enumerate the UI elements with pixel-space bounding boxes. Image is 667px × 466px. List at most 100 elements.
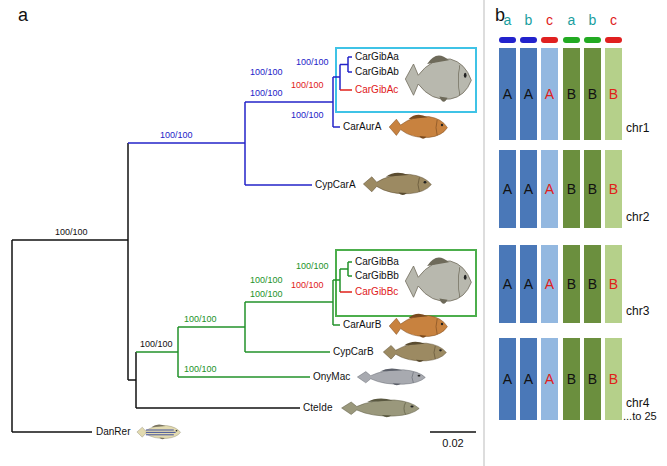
- panel-letter: b: [495, 4, 505, 26]
- subgenome-letter: B: [588, 276, 597, 292]
- taxon-label: CarAurA: [343, 121, 381, 133]
- tree-branch: [178, 376, 310, 378]
- subgenome-letter: A: [503, 371, 512, 387]
- fish-illustration: [146, 430, 174, 431]
- chromosome-label: chr4: [626, 396, 649, 410]
- fish-illustration: [410, 406, 413, 408]
- chromosome-bar: B: [563, 48, 580, 140]
- tree-branch: [347, 57, 349, 72]
- chromosome-bar: B: [605, 338, 622, 420]
- subgenome-letter: A: [503, 276, 512, 292]
- tree-branch: [177, 327, 179, 377]
- scale-bar: [430, 431, 476, 433]
- taxon-label: CarGibAb: [355, 66, 399, 78]
- taxon-label: CarGibAc: [355, 84, 398, 96]
- tree-branch: [340, 64, 348, 66]
- fish-illustration: [412, 372, 413, 383]
- chromosome-bar: B: [584, 48, 601, 140]
- chromosome-bar: A: [520, 48, 537, 140]
- chromosome-bar: B: [605, 48, 622, 140]
- tree-branch: [12, 431, 92, 433]
- chromosome-bar: A: [541, 150, 558, 228]
- tree-branch: [136, 351, 178, 353]
- tree-branch: [128, 57, 352, 185]
- subgenome-letter: A: [503, 86, 512, 102]
- fish-illustration: [404, 342, 425, 362]
- fish-illustration: [146, 434, 174, 435]
- fish-illustration: [151, 424, 165, 439]
- fish-illustration: [176, 430, 178, 432]
- panel-letter: a: [18, 4, 28, 26]
- tree-branch: [333, 76, 340, 78]
- chromosome-bar: B: [605, 150, 622, 228]
- fish-illustration: [146, 430, 176, 435]
- taxon-label: CteIde: [303, 402, 332, 414]
- fish-illustration: [405, 55, 471, 101]
- tree-branch: [332, 77, 334, 127]
- clade-box: [336, 48, 476, 112]
- taxon-label: CarAurB: [343, 319, 381, 331]
- fish-illustration: [464, 275, 467, 280]
- tree-branch: [12, 239, 128, 241]
- chromosome-bar: A: [520, 338, 537, 420]
- fish-illustration: [363, 174, 431, 193]
- taxon-label: DanRer: [96, 426, 130, 438]
- tree-branch: [333, 324, 340, 326]
- taxon-label: CypCarA: [315, 179, 356, 191]
- fish-illustration: [386, 173, 408, 195]
- column-header: a: [568, 12, 576, 29]
- chromosome-bar: A: [499, 150, 516, 228]
- support-value: 100/100: [250, 275, 283, 286]
- tree-branch: [128, 142, 245, 144]
- support-value: 100/100: [250, 289, 283, 300]
- clade-box: [336, 250, 476, 316]
- support-value: 100/100: [184, 314, 217, 325]
- subgenome-letter: A: [524, 371, 533, 387]
- tree-branch: [244, 302, 246, 352]
- column-header: c: [610, 12, 617, 29]
- chromosome-label: chr1: [626, 121, 649, 135]
- support-value: 100/100: [291, 280, 324, 291]
- column-header: b: [589, 12, 597, 29]
- fish-illustration: [342, 400, 420, 416]
- column-header: a: [504, 12, 512, 29]
- tree-branch: [348, 56, 352, 58]
- chromosome-cap: [541, 37, 558, 43]
- taxon-label: OnyMac: [313, 371, 350, 383]
- tree-branch: [347, 262, 349, 276]
- tree-branch: [135, 352, 137, 408]
- tree-branch: [340, 268, 348, 270]
- fish-illustration: [436, 120, 437, 136]
- subgenome-letter: A: [545, 276, 554, 292]
- support-value: 100/100: [55, 227, 88, 238]
- chromosome-cap: [499, 37, 622, 43]
- scale-label: 0.02: [442, 437, 463, 450]
- fish-illustration: [405, 257, 471, 303]
- fish-illustration: [418, 375, 421, 377]
- tree-branch: [12, 143, 300, 432]
- subgenome-letter: B: [609, 371, 618, 387]
- fish-illustration: [458, 65, 459, 95]
- fish-illustration: [404, 403, 406, 415]
- subgenome-letter: B: [609, 86, 618, 102]
- subgenome-letter: A: [545, 181, 554, 197]
- fish-illustration: [383, 342, 446, 362]
- tree-branch: [348, 71, 352, 73]
- tree-branch: [339, 65, 341, 91]
- chromosome-cap: [605, 37, 622, 43]
- tree-branch: [339, 269, 341, 292]
- subgenome-letter: B: [588, 371, 597, 387]
- fish-illustration: [436, 319, 437, 335]
- subgenome-letter: B: [609, 276, 618, 292]
- fish-illustration: [427, 55, 449, 101]
- chromosome-bar: B: [563, 338, 580, 420]
- fish-illustration: [389, 117, 447, 138]
- fish-illustration: [342, 399, 420, 418]
- column-header: c: [546, 12, 553, 29]
- subgenome-letter: A: [503, 181, 512, 197]
- fish-illustration: [137, 424, 181, 439]
- support-value: 100/100: [296, 57, 329, 68]
- taxon-label: CarGibBc: [355, 286, 398, 298]
- tree-branch: [178, 326, 245, 328]
